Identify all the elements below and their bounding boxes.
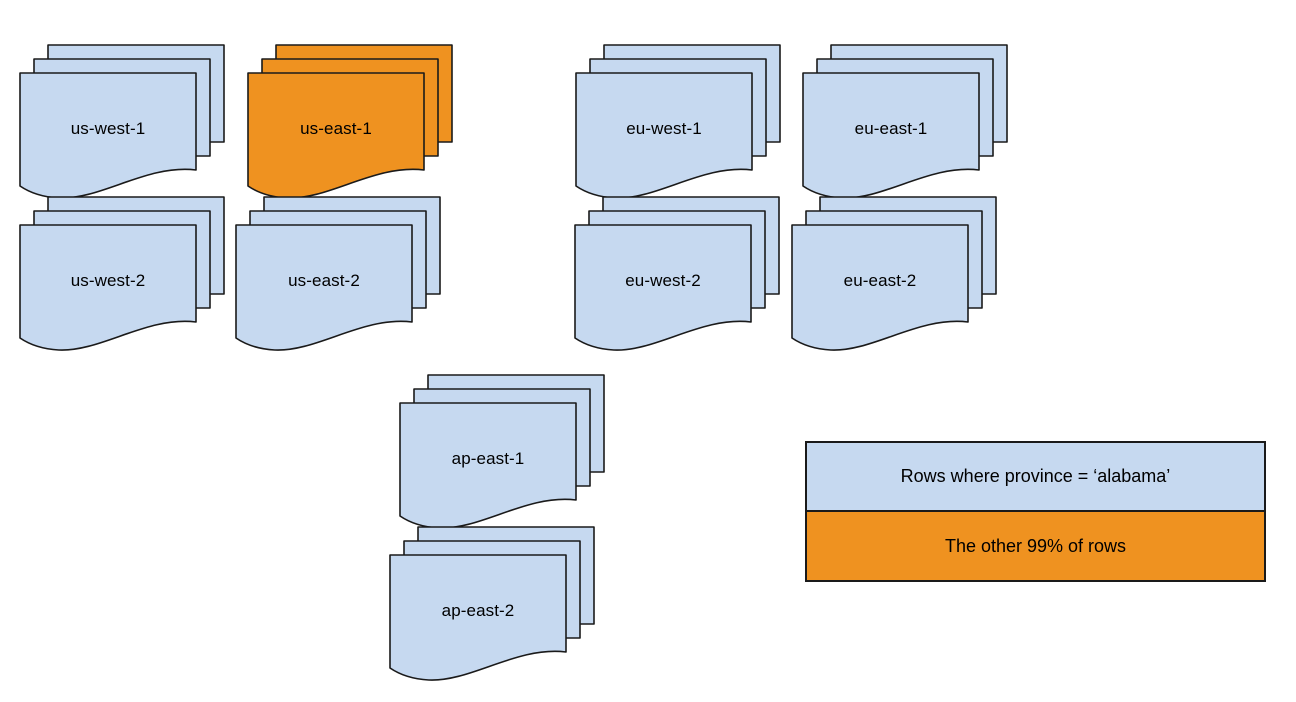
document-stack-shape	[19, 44, 225, 199]
document-card-front	[235, 224, 413, 351]
document-card-front	[574, 224, 752, 351]
document-stack-us-west-2[interactable]: us-west-2	[19, 196, 250, 372]
document-stack-us-east-2[interactable]: us-east-2	[235, 196, 466, 372]
document-card-front	[389, 554, 567, 681]
document-stack-shape	[389, 526, 595, 681]
document-card-front	[19, 72, 197, 199]
document-card-front	[19, 224, 197, 351]
document-stack-shape	[574, 196, 780, 351]
document-stack-ap-east-1[interactable]: ap-east-1	[399, 374, 630, 550]
document-stack-shape	[791, 196, 997, 351]
document-stack-shape	[19, 196, 225, 351]
document-stack-eu-west-1[interactable]: eu-west-1	[575, 44, 806, 220]
document-card-front	[399, 402, 577, 529]
document-stack-shape	[235, 196, 441, 351]
document-stack-ap-east-2[interactable]: ap-east-2	[389, 526, 620, 702]
document-stack-eu-east-1[interactable]: eu-east-1	[802, 44, 1033, 220]
document-stack-shape	[802, 44, 1008, 199]
document-card-front	[575, 72, 753, 199]
legend: Rows where province = ‘alabama’ The othe…	[805, 441, 1266, 582]
document-stack-us-east-1[interactable]: us-east-1	[247, 44, 478, 220]
legend-item-alabama-rows: Rows where province = ‘alabama’	[807, 443, 1264, 512]
document-stack-us-west-1[interactable]: us-west-1	[19, 44, 250, 220]
legend-label-alabama-rows: Rows where province = ‘alabama’	[900, 466, 1171, 486]
document-card-front	[802, 72, 980, 199]
document-card-front	[247, 72, 425, 199]
legend-label-other-rows: The other 99% of rows	[944, 535, 1127, 556]
document-stack-eu-west-2[interactable]: eu-west-2	[574, 196, 805, 372]
document-stack-eu-east-2[interactable]: eu-east-2	[791, 196, 1022, 372]
legend-item-other-rows: The other 99% of rows	[807, 512, 1264, 580]
document-stack-shape	[247, 44, 453, 199]
document-stack-shape	[575, 44, 781, 199]
document-stack-shape	[399, 374, 605, 529]
document-card-front	[791, 224, 969, 351]
